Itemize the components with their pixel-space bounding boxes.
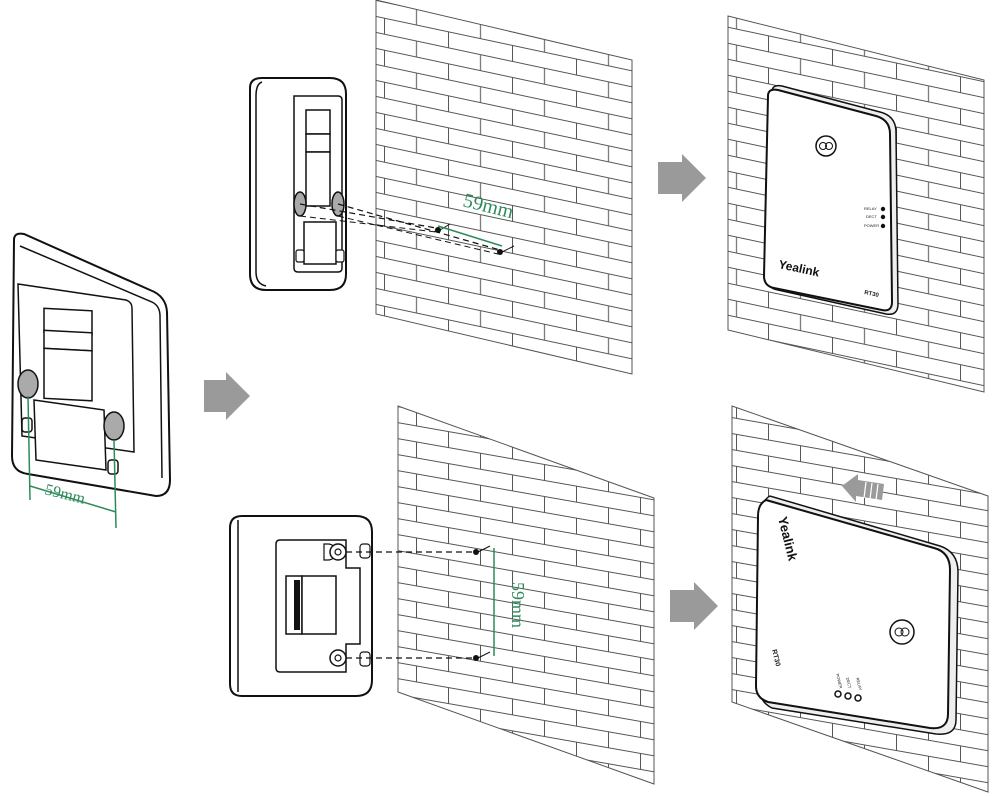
- brick-wall-bottom: [397, 405, 655, 785]
- model-label-top: RT30: [864, 290, 880, 299]
- dimension-label-bottom: 59mm: [508, 582, 528, 628]
- device-side-top: [249, 77, 347, 291]
- svg-text:DECT: DECT: [845, 677, 853, 689]
- svg-text:POWER: POWER: [835, 673, 844, 689]
- dimension-label-left: 59mm: [43, 481, 87, 508]
- led-indicators-bottom: POWER DECT RELAY: [834, 673, 863, 702]
- brick-wall-top: [375, 0, 633, 375]
- svg-text:POWER: POWER: [864, 223, 879, 228]
- step-arrow-bottom: [670, 582, 718, 630]
- screw-guide-lines-top: [299, 203, 515, 255]
- svg-text:DECT: DECT: [866, 214, 877, 219]
- mounted-device-landscape: Yealink RT30 POWER DECT RELAY: [754, 495, 959, 735]
- screw-guide-lines-bottom: [346, 545, 491, 661]
- step-arrow-left: [204, 372, 250, 420]
- svg-text:RELAY: RELAY: [855, 677, 863, 691]
- svg-text:RELAY: RELAY: [864, 206, 877, 211]
- step-arrow-top: [658, 154, 706, 202]
- dimension-59mm-bottom: 59mm: [493, 548, 528, 656]
- mounted-device-portrait: RELAY DECT POWER Yealink RT30: [762, 84, 899, 316]
- device-back-left: [10, 232, 172, 498]
- model-label-bottom: RT30: [770, 649, 781, 667]
- device-back-bottom: [229, 515, 373, 697]
- device-center-button-bottom: [889, 619, 915, 645]
- slide-down-arrow: [842, 474, 884, 502]
- led-indicators-top: RELAY DECT POWER: [864, 206, 886, 229]
